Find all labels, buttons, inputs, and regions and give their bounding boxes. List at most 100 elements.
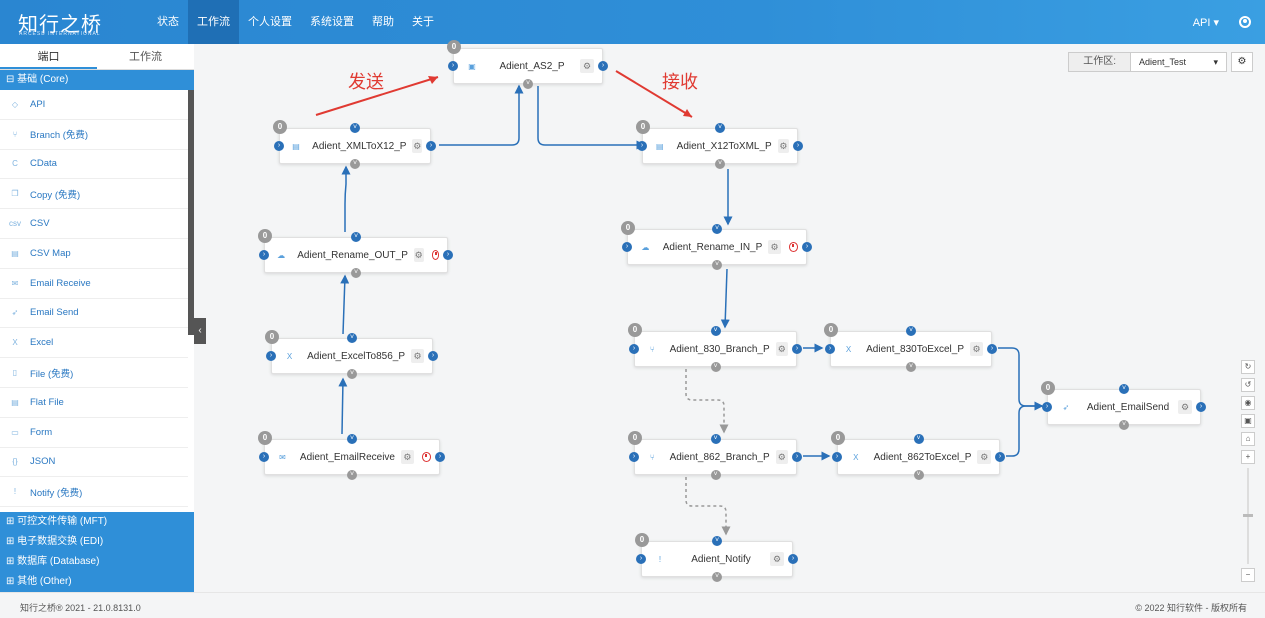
top-port-icon[interactable]: ˅	[1119, 384, 1129, 394]
gear-icon[interactable]: ⚙	[970, 342, 983, 356]
bottom-port-icon[interactable]: ˅	[350, 159, 360, 169]
workspace-settings-gear-icon[interactable]: ⚙	[1231, 52, 1253, 72]
output-port-icon[interactable]: ›	[793, 141, 803, 151]
bottom-port-icon[interactable]: ˅	[347, 470, 357, 480]
input-port-icon[interactable]: ›	[1042, 402, 1052, 412]
bottom-port-icon[interactable]: ˅	[347, 369, 357, 379]
input-port-icon[interactable]: ›	[629, 344, 639, 354]
top-port-icon[interactable]: ˅	[347, 333, 357, 343]
input-port-icon[interactable]: ›	[448, 61, 458, 71]
input-port-icon[interactable]: ›	[637, 141, 647, 151]
group-core[interactable]: ⊟ 基础 (Core)	[0, 70, 194, 90]
zoom-slider[interactable]	[1243, 468, 1253, 564]
workflow-node-renameout[interactable]: ☁Adient_Rename_OUT_P⚙	[264, 237, 448, 273]
output-port-icon[interactable]: ›	[788, 554, 798, 564]
gear-icon[interactable]: ⚙	[977, 450, 991, 464]
output-port-icon[interactable]: ›	[435, 452, 445, 462]
gear-icon[interactable]: ⚙	[775, 450, 788, 464]
user-menu[interactable]: API ▾	[1192, 16, 1219, 29]
input-port-icon[interactable]: ›	[629, 452, 639, 462]
output-port-icon[interactable]: ›	[987, 344, 997, 354]
fit-screen-icon[interactable]: ▣	[1241, 414, 1255, 428]
top-port-icon[interactable]: ˅	[351, 232, 361, 242]
gear-icon[interactable]: ⚙	[411, 349, 424, 363]
undo-icon[interactable]: ↺	[1241, 378, 1255, 392]
gear-icon[interactable]: ⚙	[768, 240, 781, 254]
workspace-dropdown[interactable]: Adient_Test	[1131, 52, 1227, 72]
output-port-icon[interactable]: ›	[443, 250, 453, 260]
gear-icon[interactable]: ⚙	[777, 139, 789, 153]
app-logo[interactable]: 知行之桥	[18, 12, 102, 36]
top-port-icon[interactable]: ˅	[710, 326, 721, 336]
nav-help[interactable]: 帮助	[372, 16, 394, 28]
top-port-icon[interactable]: ˅	[712, 224, 722, 234]
eye-icon[interactable]: ◉	[1241, 396, 1255, 410]
output-port-icon[interactable]: ›	[792, 344, 802, 354]
bottom-port-icon[interactable]: ˅	[710, 362, 721, 372]
output-port-icon[interactable]: ›	[428, 351, 438, 361]
zoom-slider-thumb[interactable]	[1243, 514, 1253, 517]
sidebar-group-3[interactable]: ⊞ 其他 (Other)	[0, 572, 194, 592]
user-icon[interactable]	[1239, 16, 1251, 28]
bottom-port-icon[interactable]: ˅	[710, 470, 721, 480]
top-port-icon[interactable]: ˅	[715, 123, 725, 133]
gear-icon[interactable]: ⚙	[413, 248, 424, 262]
workflow-canvas[interactable]: 发送 接收 ▣Adient_AS2_P⚙0˅››▤Adient_XMLToX12…	[206, 40, 1265, 592]
sidebar-item-json[interactable]: {}JSON	[0, 448, 188, 478]
output-port-icon[interactable]: ›	[792, 452, 802, 462]
top-port-icon[interactable]: ˅	[347, 434, 357, 444]
top-port-icon[interactable]: ˅	[710, 434, 721, 444]
zoom-out-icon[interactable]: −	[1241, 568, 1255, 582]
sidebar-item-copy[interactable]: ❐Copy (免费)	[0, 179, 188, 210]
bottom-port-icon[interactable]: ˅	[351, 268, 361, 278]
gear-icon[interactable]: ⚙	[580, 59, 594, 73]
nav-personal-settings[interactable]: 个人设置	[248, 16, 292, 28]
bottom-port-icon[interactable]: ˅	[913, 470, 924, 480]
top-port-icon[interactable]: ˅	[906, 326, 916, 336]
bottom-port-icon[interactable]: ˅	[906, 362, 916, 372]
sidebar-item-branch[interactable]: ⑂Branch (免费)	[0, 120, 188, 150]
input-port-icon[interactable]: ›	[259, 452, 269, 462]
sidebar-collapse-button[interactable]: ‹	[194, 318, 206, 344]
input-port-icon[interactable]: ›	[259, 250, 269, 260]
output-port-icon[interactable]: ›	[1196, 402, 1206, 412]
nav-about[interactable]: 关于	[412, 16, 434, 28]
stop-icon[interactable]	[421, 452, 431, 462]
nav-status[interactable]: 状态	[157, 16, 179, 28]
input-port-icon[interactable]: ›	[274, 141, 284, 151]
output-port-icon[interactable]: ›	[426, 141, 436, 151]
gear-icon[interactable]: ⚙	[1178, 400, 1192, 414]
sidebar-item-email-send[interactable]: ➶Email Send	[0, 299, 188, 329]
refresh-icon[interactable]: ↻	[1241, 360, 1255, 374]
sidebar-item-flat-file[interactable]: ▤Flat File	[0, 388, 188, 418]
stop-icon[interactable]	[788, 242, 798, 252]
top-port-icon[interactable]: ˅	[350, 123, 360, 133]
workflow-node-branch830[interactable]: ⑂Adient_830_Branch_P⚙	[634, 331, 797, 367]
sidebar-item-file[interactable]: ▯File (免费)	[0, 358, 188, 388]
nav-system-settings[interactable]: 系统设置	[310, 16, 354, 28]
sidebar-item-csv-map[interactable]: ▤CSV Map	[0, 239, 188, 269]
sidebar-item-notify[interactable]: !Notify (免费)	[0, 477, 188, 508]
output-port-icon[interactable]: ›	[995, 452, 1005, 462]
sidebar-group-2[interactable]: ⊞ 数据库 (Database)	[0, 552, 194, 572]
bottom-port-icon[interactable]: ˅	[712, 260, 722, 270]
zoom-in-icon[interactable]: +	[1241, 450, 1255, 464]
sidebar-item-form[interactable]: ▭Form	[0, 418, 188, 448]
bottom-port-icon[interactable]: ˅	[523, 79, 533, 89]
input-port-icon[interactable]: ›	[266, 351, 276, 361]
top-port-icon[interactable]: ˅	[913, 434, 924, 444]
gear-icon[interactable]: ⚙	[412, 139, 422, 153]
home-icon[interactable]: ⌂	[1241, 432, 1255, 446]
bottom-port-icon[interactable]: ˅	[715, 159, 725, 169]
workflow-node-emailreceive[interactable]: ✉Adient_EmailReceive⚙	[264, 439, 440, 475]
input-port-icon[interactable]: ›	[622, 242, 632, 252]
tab-workflow[interactable]: 工作流	[129, 51, 162, 63]
sidebar-group-0[interactable]: ⊞ 可控文件传输 (MFT)	[0, 512, 194, 532]
sidebar-scrollbar[interactable]	[188, 90, 194, 335]
gear-icon[interactable]: ⚙	[770, 552, 784, 566]
top-port-icon[interactable]: ˅	[712, 536, 722, 546]
stop-icon[interactable]	[431, 250, 439, 260]
sidebar-item-api[interactable]: ◇API	[0, 90, 188, 120]
